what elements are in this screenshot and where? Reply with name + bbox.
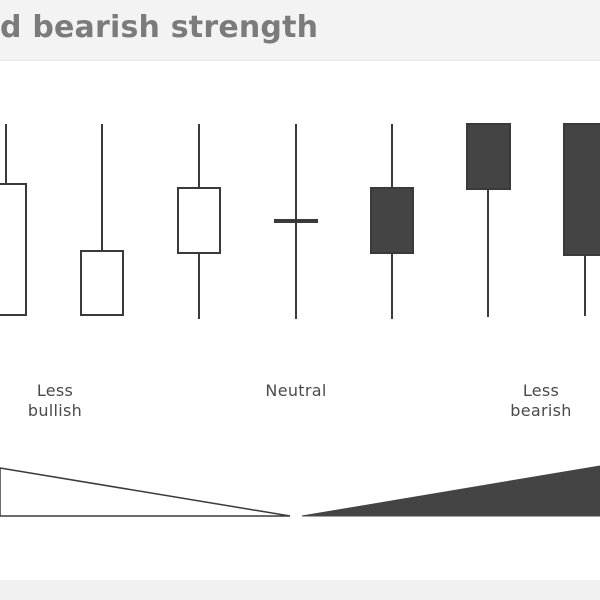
- candle-1-body: [0, 183, 27, 316]
- bottom-band: [0, 580, 600, 600]
- candle-bearish-2: [466, 123, 511, 317]
- candle-bearish-3: [563, 123, 600, 316]
- caption-less-bearish: Less bearish: [461, 381, 600, 421]
- candle-5-body: [370, 187, 414, 254]
- candle-neutral-doji: [274, 124, 318, 319]
- candle-3-body: [177, 187, 221, 254]
- candle-bullish-2: [80, 124, 124, 316]
- diagram-title: d bearish strength: [0, 10, 319, 45]
- caption-less-bullish: Less bullish: [0, 381, 135, 421]
- candle-7-body: [563, 123, 600, 256]
- candle-bullish-1: [0, 124, 27, 316]
- candle-bullish-3: [177, 124, 221, 319]
- caption-less-bearish-line2: bearish: [510, 401, 572, 420]
- caption-less-bearish-line1: Less: [522, 381, 560, 400]
- candle-6-body: [466, 123, 511, 190]
- title-band: d bearish strength: [0, 0, 600, 61]
- candle-bearish-1: [370, 124, 414, 319]
- bullish-strength-wedge: [0, 467, 291, 517]
- caption-neutral-text: Neutral: [265, 381, 327, 400]
- caption-less-bullish-line1: Less: [36, 381, 74, 400]
- caption-less-bullish-line2: bullish: [27, 401, 83, 420]
- caption-neutral: Neutral: [216, 381, 376, 401]
- bearish-strength-wedge: [301, 465, 600, 517]
- candle-2-body: [80, 250, 124, 316]
